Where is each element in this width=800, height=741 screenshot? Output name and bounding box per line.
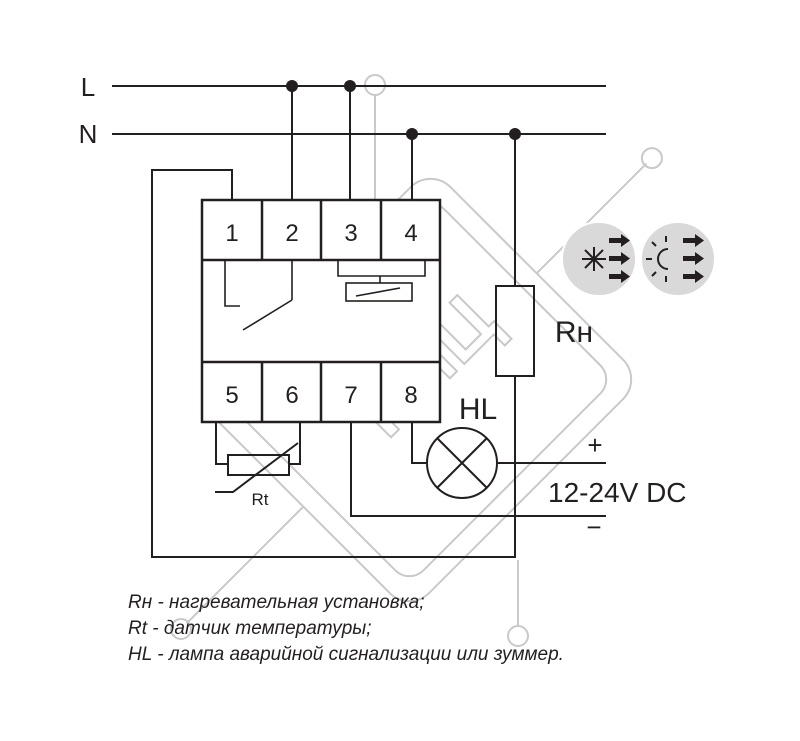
temperature-sensor-symbol [215,422,301,493]
dc-plus-label: + [587,430,602,460]
terminal-6: 6 [285,382,298,409]
relay-contact-symbol [224,260,293,331]
lamp-label: HL [459,393,497,426]
terminal-3: 3 [344,220,357,247]
sun-icon [640,221,716,297]
dc-minus-wire [350,422,606,517]
terminal-7: 7 [344,382,357,409]
lamp-symbol [426,427,498,499]
snowflake-icon [561,221,637,297]
power-coil-symbol [337,260,426,302]
terminal-2: 2 [285,220,298,247]
heater-resistor [495,285,535,377]
sensor-label: Rt [252,490,269,509]
load-loop-wire [151,169,516,558]
legend-item-lamp: HL - лампа аварийной сигнализации или зу… [128,644,564,665]
terminal-8: 8 [404,382,417,409]
wire [411,422,426,464]
legend-item-heater: Rн - нагревательная установка; [128,592,425,613]
phase-line-label: L [81,72,95,102]
neutral-line-label: N [79,119,98,149]
legend: Rн - нагревательная установка; Rt - датч… [128,590,748,668]
dc-minus-label: − [586,512,601,542]
terminal-1: 1 [225,220,238,247]
dc-supply-label: 12-24V DC [548,477,687,508]
legend-item-sensor: Rt - датчик температуры; [128,618,372,639]
terminal-4: 4 [404,220,417,247]
heater-label: Rн [555,316,593,349]
terminal-5: 5 [225,382,238,409]
relay-device [200,198,442,424]
